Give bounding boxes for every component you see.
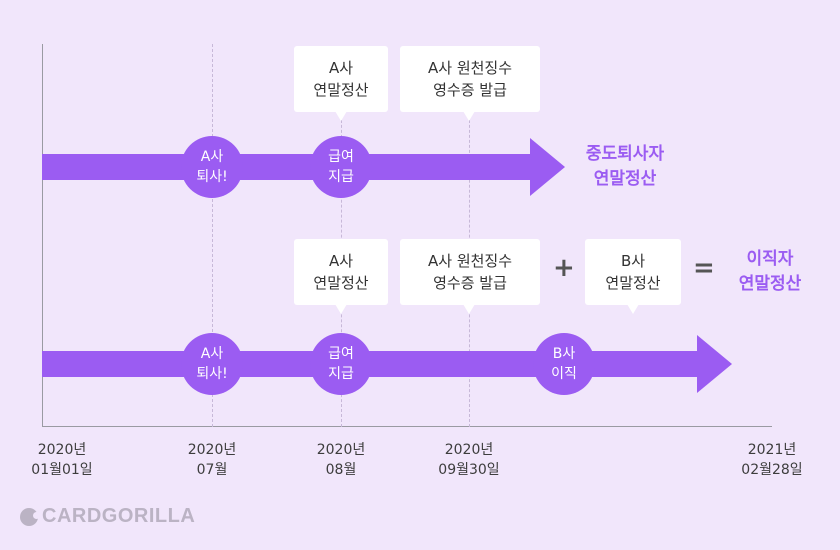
box-a-year-end-1-tail: [335, 111, 347, 121]
date-label-0101: 2020년 01월01일: [31, 442, 93, 478]
event-salary-2: 급여 지급: [310, 333, 372, 395]
result-midyear-resign: 중도퇴사자 연말정산: [585, 144, 665, 189]
equals-sign: =: [693, 253, 715, 283]
timeline-arrow-2-head: [697, 335, 732, 393]
box-a-year-end-1: A사 연말정산: [294, 46, 388, 112]
logo-text: CARDGORILLA: [42, 505, 196, 527]
event-a-resign-2: A사 퇴사!: [181, 333, 243, 395]
guide-line-07: [212, 44, 213, 427]
date-label-08: 2020년 08월: [316, 442, 366, 478]
x-axis-line: [42, 426, 772, 427]
box-a-withholding-1: A사 원천징수 영수증 발급: [400, 46, 540, 112]
timeline-arrow-2-body: [42, 351, 702, 377]
box-b-year-end: B사 연말정산: [585, 239, 681, 305]
box-a-withholding-2: A사 원천징수 영수증 발급: [400, 239, 540, 305]
box-a-withholding-2-tail: [463, 304, 475, 314]
timeline-arrow-1-body: [42, 154, 532, 180]
date-label-07: 2020년 07월: [187, 442, 237, 478]
date-label-0228: 2021년 02월28일: [741, 442, 803, 478]
event-a-resign-1: A사 퇴사!: [181, 136, 243, 198]
box-a-withholding-1-tail: [463, 111, 475, 121]
event-b-join: B사 이직: [533, 333, 595, 395]
gorilla-logo-icon: [20, 507, 40, 526]
box-a-year-end-2-tail: [335, 304, 347, 314]
box-b-year-end-tail: [627, 304, 639, 314]
y-axis-line: [42, 44, 43, 427]
timeline-arrow-1-head: [530, 138, 565, 196]
date-label-0930: 2020년 09월30일: [438, 442, 500, 478]
box-a-year-end-2: A사 연말정산: [294, 239, 388, 305]
result-job-change: 이직자 연말정산: [738, 249, 802, 294]
plus-sign: +: [553, 253, 575, 283]
cardgorilla-logo: CARDGORILLA: [20, 505, 195, 528]
event-salary-1: 급여 지급: [310, 136, 372, 198]
